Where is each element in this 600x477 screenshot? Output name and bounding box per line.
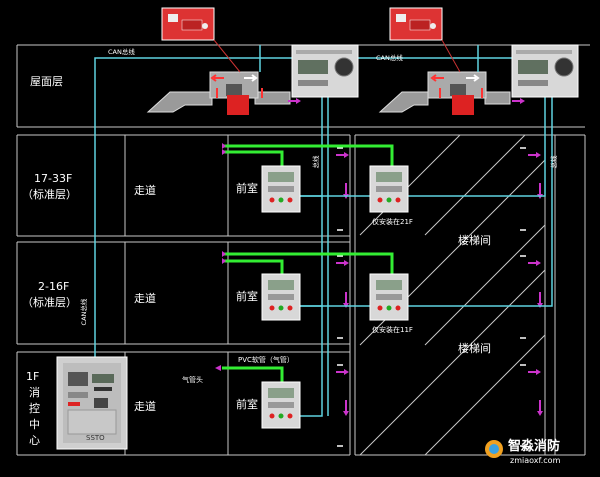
floor-label-upper-range: 17-33F (34, 172, 72, 185)
sensor-box-1f-anteroom (261, 381, 301, 429)
magenta-air-heads (215, 143, 226, 371)
fire-control-panel (56, 356, 128, 450)
roof-device-left (161, 7, 241, 73)
can-bus-label-left: CAN总线 (108, 47, 135, 56)
room-label-anteroom-lower: 前室 (236, 289, 258, 303)
bus-label-v2: 总线 (549, 155, 558, 169)
watermark: 智淼消防 zmiaoxf.com (485, 438, 561, 465)
room-label-corridor-1f: 走道 (134, 399, 156, 413)
floor-label-1f-c4: 心 (29, 434, 40, 447)
sensor-box-lower-stair (369, 273, 409, 321)
sensor-box-lower-anteroom (261, 273, 301, 321)
floor-label-1f: 1F (26, 370, 39, 383)
room-label-stairwell-lower: 楼梯间 (458, 341, 491, 355)
fire-panel-brand: SSTO (86, 434, 105, 442)
floor-label-upper-type: （标准层） (22, 187, 77, 201)
pvc-tube-label: PVC软管（气管） (238, 355, 294, 364)
room-label-anteroom-1f: 前室 (236, 397, 258, 411)
sensor-box-upper-anteroom (261, 165, 301, 213)
staircase (359, 134, 546, 456)
roof-duct-right (378, 71, 511, 115)
room-label-stairwell-upper: 楼梯间 (458, 233, 491, 247)
room-label-corridor-upper: 走道 (134, 183, 156, 197)
install-note-21f: 仅安装在21F (372, 217, 413, 226)
room-label-corridor-lower: 走道 (134, 291, 156, 305)
roof-duct-left (146, 71, 291, 115)
floor-label-roof: 屋面层 (30, 75, 63, 88)
roof-panel-left (291, 44, 359, 98)
roof-device-right (389, 7, 461, 73)
can-bus-label-right: CAN总线 (376, 53, 403, 62)
air-nozzle-label: 气管头 (182, 375, 203, 384)
sensor-box-upper-stair (369, 165, 409, 213)
floor-label-1f-c2: 控 (29, 401, 40, 415)
shaft-markers (337, 147, 526, 447)
room-label-anteroom-upper: 前室 (236, 181, 258, 195)
floor-label-lower-type: （标准层） (22, 295, 77, 309)
floor-label-1f-c3: 中 (29, 418, 40, 431)
floor-label-1f-c1: 消 (29, 385, 40, 399)
floor-label-lower-range: 2-16F (38, 280, 69, 293)
pvc-air-tubes (222, 144, 394, 382)
duct-airflow-arrows (210, 74, 483, 98)
watermark-url: zmiaoxf.com (510, 456, 561, 465)
can-bus-label-vertical: CAN总线 (79, 298, 88, 325)
bus-label-v1: 总线 (311, 155, 320, 169)
roof-panel-right (511, 44, 579, 98)
install-note-11f: 仅安装在11F (372, 325, 413, 334)
can-bus-lines (94, 45, 553, 417)
building-grid (16, 44, 590, 456)
watermark-name: 智淼消防 (508, 438, 560, 454)
